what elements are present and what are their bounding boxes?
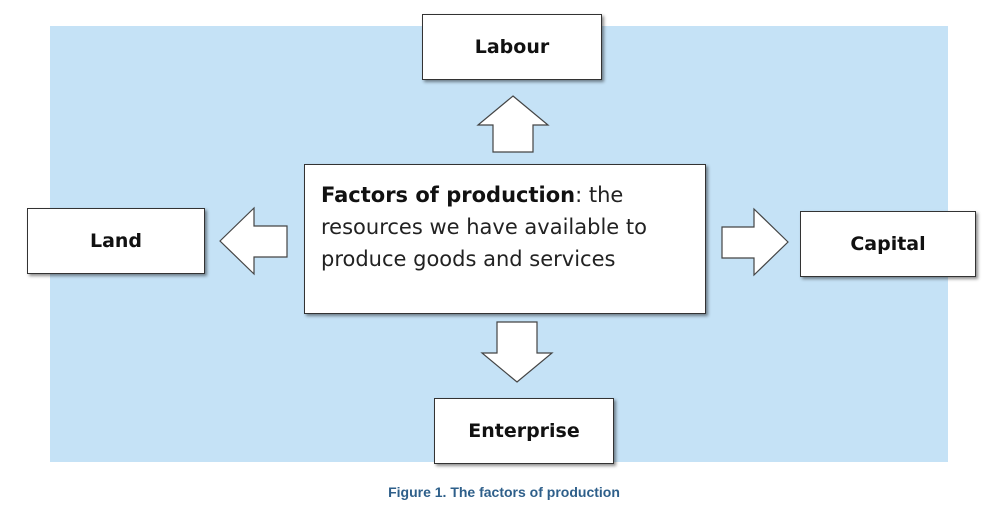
center-definition: : the resources we have available to pro…: [321, 183, 647, 271]
node-center-definition: Factors of production: the resources we …: [304, 164, 706, 314]
node-capital-label: Capital: [850, 233, 926, 255]
center-term: Factors of production: [321, 183, 576, 207]
node-capital: Capital: [800, 211, 976, 277]
node-enterprise: Enterprise: [434, 398, 614, 464]
figure-caption: Figure 1. The factors of production: [388, 484, 620, 500]
node-land-label: Land: [89, 230, 143, 252]
node-land: Land: [27, 208, 205, 274]
node-labour: Labour: [422, 14, 602, 80]
node-labour-label: Labour: [474, 36, 550, 58]
node-enterprise-label: Enterprise: [468, 420, 580, 442]
